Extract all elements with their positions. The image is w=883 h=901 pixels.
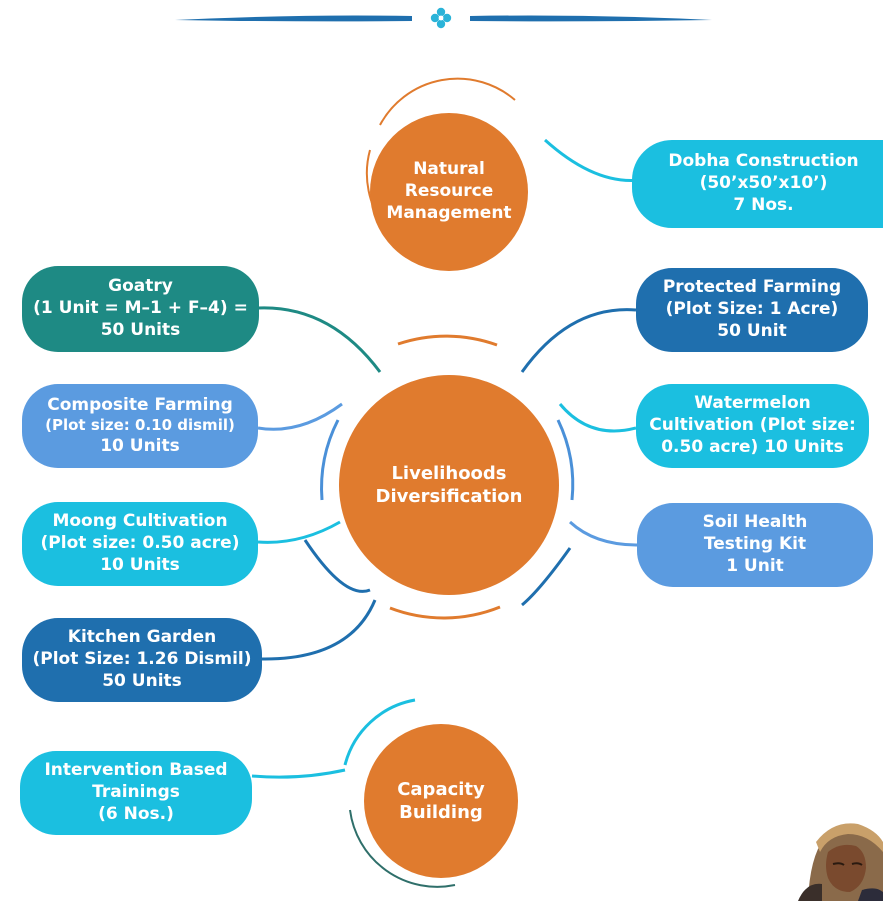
box-line: (Plot size: 0.10 dismil) xyxy=(45,416,235,435)
hub-label-line: Natural xyxy=(413,159,485,180)
box-line: Testing Kit xyxy=(703,534,807,555)
hub-label-line: Livelihoods xyxy=(391,462,507,484)
hub-label-line: Building xyxy=(399,802,483,823)
box-watermelon-cultivation: Watermelon Cultivation (Plot size: 0.50 … xyxy=(636,384,869,468)
capacity-ring-bottom-arc xyxy=(349,809,456,888)
box-line: 10 Units xyxy=(100,435,180,456)
box-line: Intervention Based xyxy=(44,760,228,781)
box-line: Cultivation (Plot size: xyxy=(649,415,856,436)
box-line: 10 Units xyxy=(100,554,180,575)
connector-soil-curve xyxy=(521,547,572,607)
hub-label-line: Diversification xyxy=(375,486,523,507)
connector-watermelon xyxy=(558,403,637,433)
connector-soil xyxy=(568,520,638,547)
box-line: Moong Cultivation xyxy=(52,511,228,532)
box-moong-cultivation: Moong Cultivation (Plot size: 0.50 acre)… xyxy=(22,502,258,586)
box-line: Watermelon xyxy=(694,393,811,414)
box-line: (1 Unit = M–1 + F–4) = xyxy=(33,298,248,319)
hub-label-line: Management xyxy=(386,202,512,223)
box-intervention-based-trainings: Intervention Based Trainings (6 Nos.) xyxy=(20,751,252,835)
hub-capacity-building: Capacity Building xyxy=(364,724,518,878)
connector-composite xyxy=(257,402,343,431)
box-line: (6 Nos.) xyxy=(98,803,174,824)
connector-goatry xyxy=(257,306,382,373)
nrm-ring-top-arc xyxy=(379,77,516,126)
box-line: 0.50 acre) 10 Units xyxy=(661,436,844,457)
connector-kitchen xyxy=(261,599,377,661)
top-divider xyxy=(175,7,712,29)
box-line: Dobha Construction xyxy=(668,151,859,172)
box-line: 50 Units xyxy=(102,670,182,691)
woman-portrait-photo xyxy=(788,812,883,901)
box-composite-farming: Composite Farming (Plot size: 0.10 dismi… xyxy=(22,384,258,468)
capacity-ring-top-arc xyxy=(343,698,416,766)
connector-kitchen-curve xyxy=(303,539,371,593)
box-line: Composite Farming xyxy=(47,394,233,415)
box-line: (Plot Size: 1 Acre) xyxy=(665,299,839,320)
connector-protected xyxy=(520,308,637,373)
box-protected-farming: Protected Farming (Plot Size: 1 Acre) 50… xyxy=(636,268,868,352)
livelihoods-ring-right-arc xyxy=(556,419,575,501)
box-line: 50 Units xyxy=(100,319,181,340)
hub-label-line: Resource xyxy=(404,181,494,202)
box-line: 1 Unit xyxy=(726,555,784,576)
box-line: (Plot size: 0.50 acre) xyxy=(40,533,240,554)
livelihoods-ring-top-arc xyxy=(397,334,498,347)
box-goatry: Goatry (1 Unit = M–1 + F–4) = 50 Units xyxy=(22,266,259,352)
box-line: (50’x50’x10’) xyxy=(699,173,828,194)
connector-moong xyxy=(257,520,341,544)
hub-livelihoods-diversification: Livelihoods Diversification xyxy=(339,375,559,595)
box-soil-health-testing-kit: Soil Health Testing Kit 1 Unit xyxy=(637,503,873,587)
four-petal-ornament-icon xyxy=(430,7,452,29)
livelihoods-ring-left-arc xyxy=(320,419,340,501)
box-kitchen-garden: Kitchen Garden (Plot Size: 1.26 Dismil) … xyxy=(22,618,262,702)
box-line: Protected Farming xyxy=(662,277,842,298)
hub-label-line: Capacity xyxy=(397,778,485,800)
box-dobha-construction: Dobha Construction (50’x50’x10’) 7 Nos. xyxy=(632,140,883,228)
box-line: Goatry xyxy=(108,276,173,297)
connector-dobha xyxy=(543,138,641,182)
box-line: Soil Health xyxy=(702,512,808,533)
box-line: 50 Unit xyxy=(717,320,787,341)
livelihoods-ring-bottom-arc xyxy=(389,605,501,620)
connector-intervention xyxy=(251,768,346,779)
box-line: Trainings xyxy=(92,782,180,803)
box-line: (Plot Size: 1.26 Dismil) xyxy=(32,649,252,670)
hub-natural-resource-management: Natural Resource Management xyxy=(370,113,528,271)
box-line: 7 Nos. xyxy=(733,194,794,215)
box-line: Kitchen Garden xyxy=(67,627,217,648)
